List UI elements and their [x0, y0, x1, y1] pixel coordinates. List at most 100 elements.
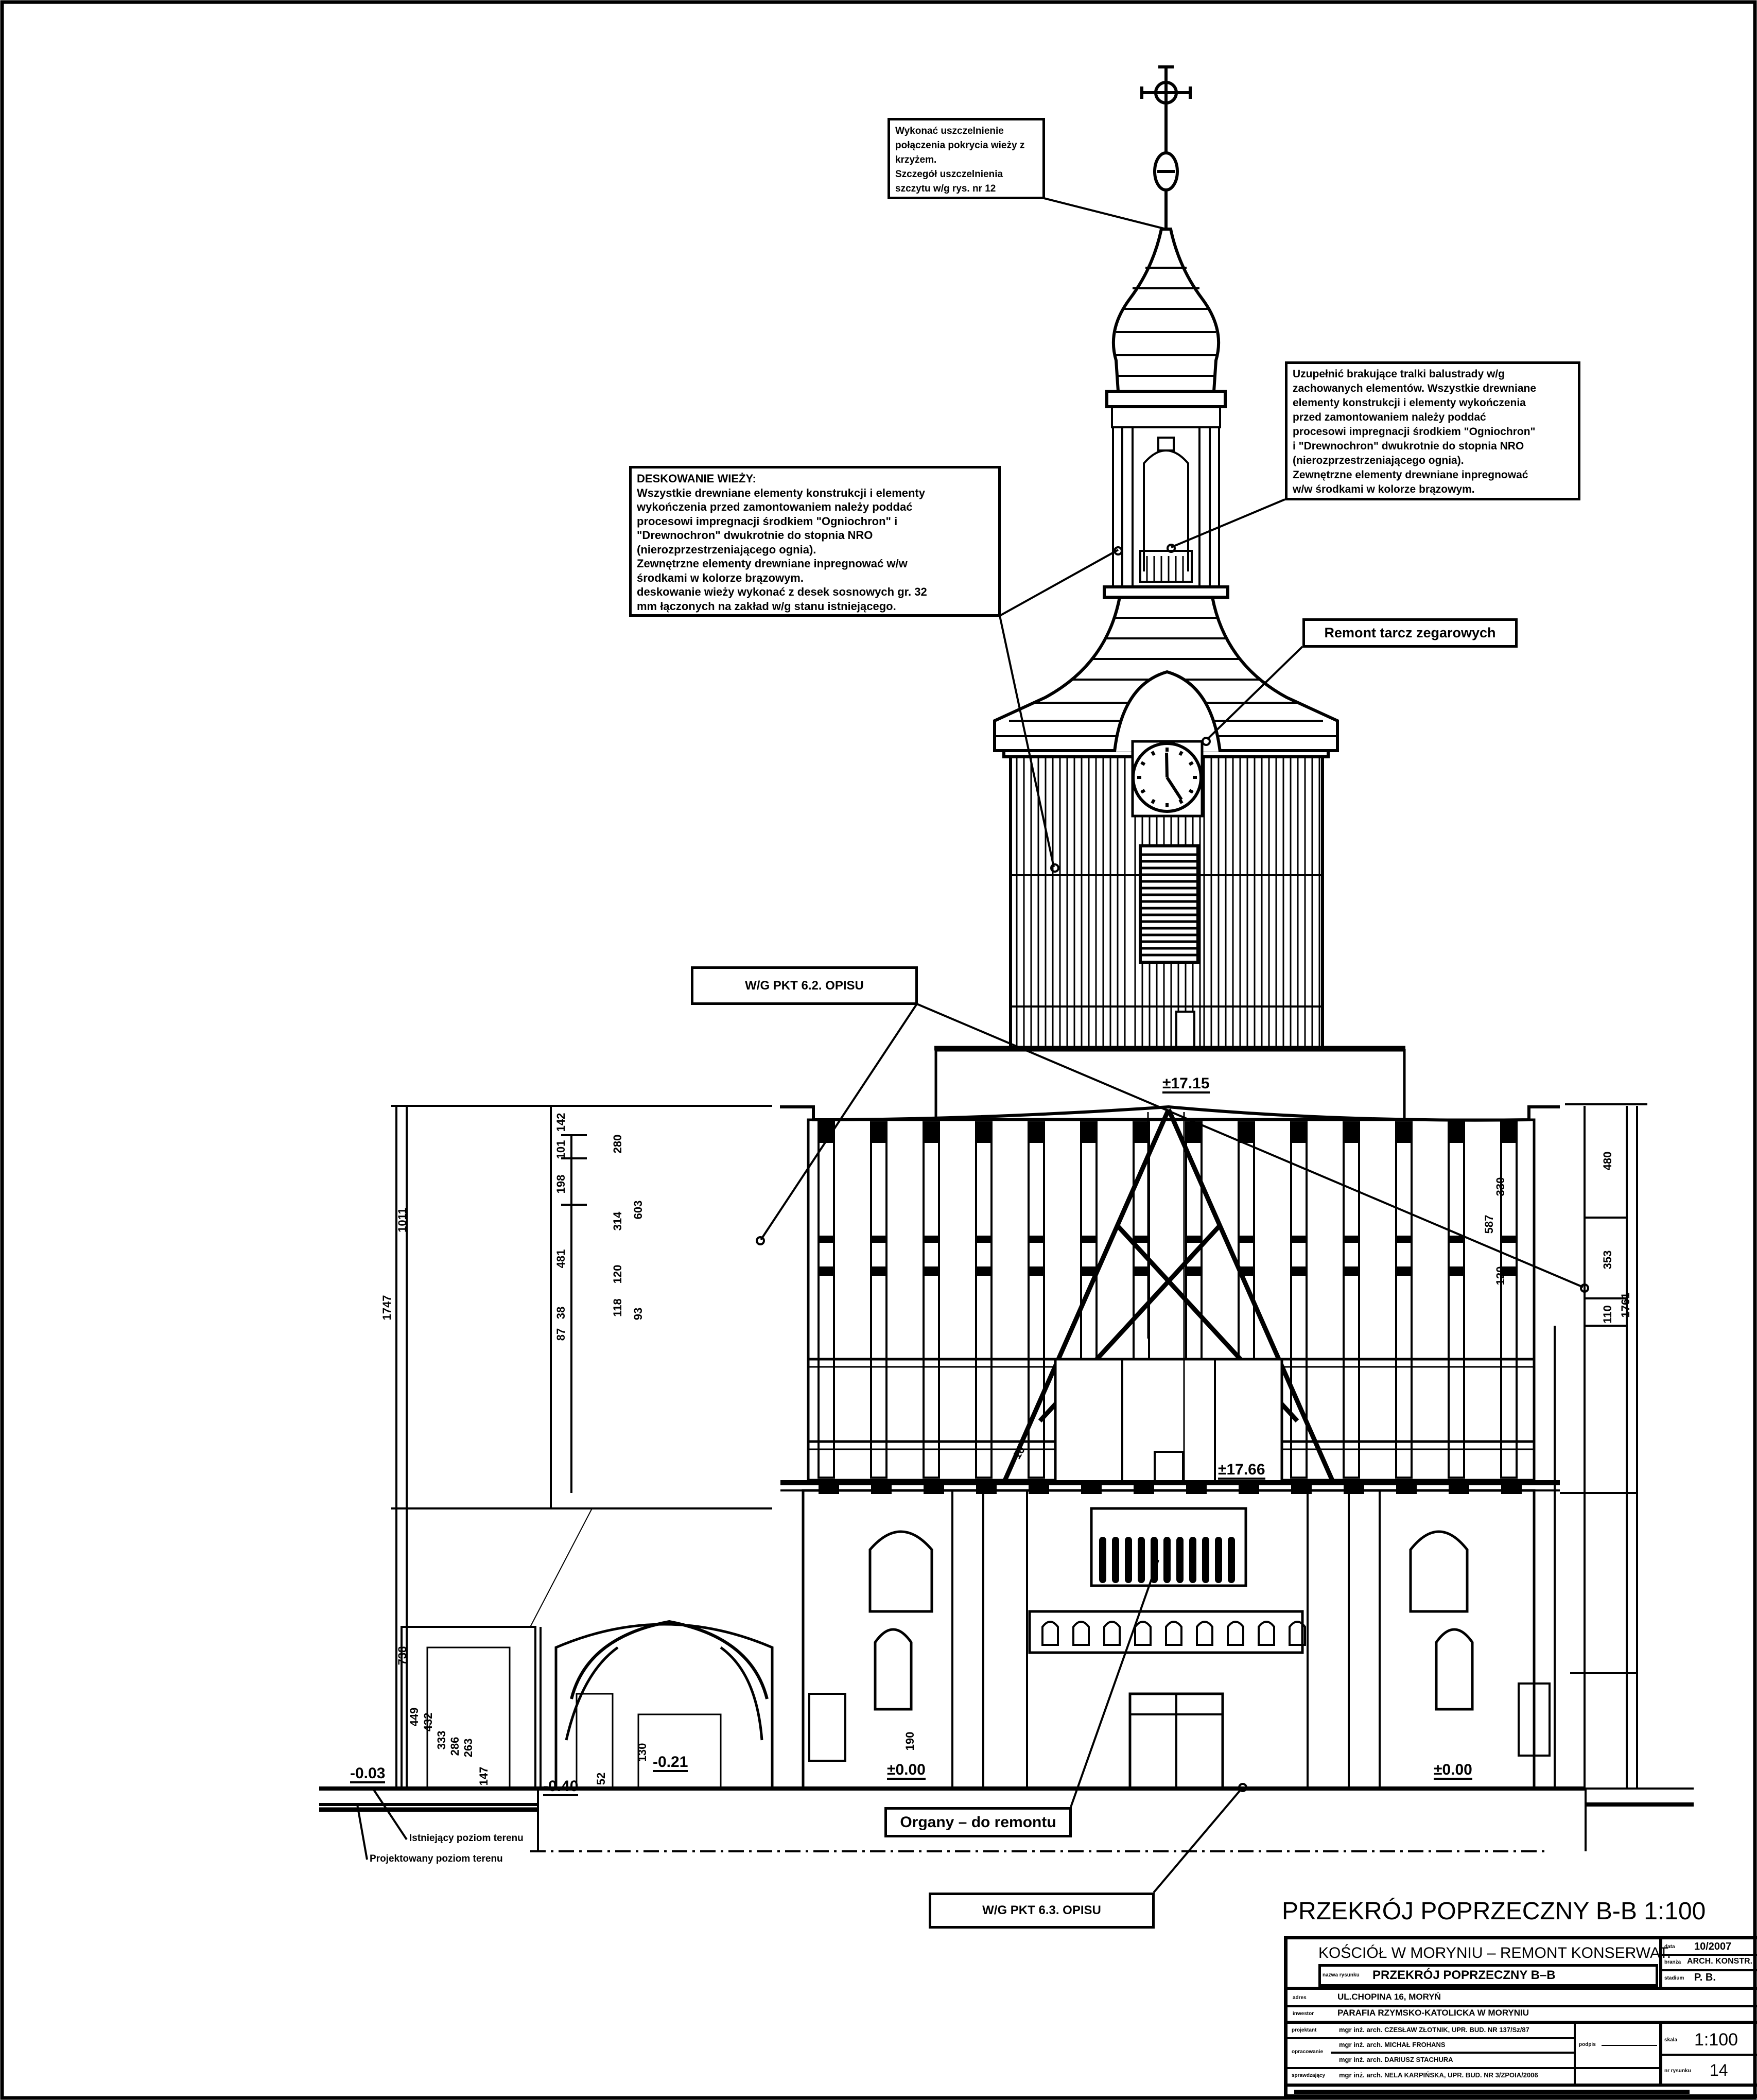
rafter-block — [1186, 1122, 1202, 1143]
rafter-block — [1501, 1122, 1517, 1143]
level-mark: ±17.15 — [1162, 1076, 1210, 1094]
rafter-block — [1239, 1122, 1254, 1143]
note-line: mm łączonych na zakład w/g stanu istniej… — [637, 599, 896, 613]
clock-tick — [1188, 761, 1194, 766]
level-mark: ±17.66 — [1218, 1462, 1265, 1480]
rafter — [975, 1121, 993, 1479]
stage-label: stadium — [1664, 1975, 1684, 1981]
side-chapel — [401, 1620, 774, 1790]
organ-case — [1090, 1507, 1247, 1587]
rafter — [1500, 1121, 1518, 1479]
rafter-block — [1239, 1236, 1254, 1243]
note-line: Szczegół uszczelnienia — [895, 169, 1003, 180]
dimension-label: 52 — [595, 1772, 607, 1785]
rafter-block — [1344, 1236, 1359, 1243]
address-value: UL.CHOPINA 16, MORYŃ — [1337, 1992, 1441, 2002]
note-line: procesowi impregnacji środkiem "Ogniochr… — [637, 514, 898, 528]
organ-pipe — [1125, 1537, 1132, 1583]
projected-terrain-label: Projektowany poziom terenu — [370, 1853, 503, 1864]
note-line: (nierozprzestrzeniającego ognia). — [1293, 455, 1464, 466]
dimension-label: 449 — [408, 1707, 421, 1727]
rafter-block — [1029, 1122, 1044, 1143]
rafter-block — [1449, 1122, 1464, 1143]
drafter-1: mgr inż. arch. MICHAŁ FROHANS — [1339, 2041, 1446, 2049]
dimension-label: 480 — [1601, 1151, 1614, 1171]
rafter-block — [819, 1236, 834, 1243]
window-arch — [1409, 1530, 1469, 1613]
scale-label: skala — [1664, 2037, 1678, 2043]
note-balustrade: Uzupełnić brakujące tralki balustrady w/… — [1285, 361, 1580, 500]
organ-pipe — [1228, 1537, 1235, 1583]
level-mark: ±0.00 — [887, 1762, 926, 1780]
drafted-label: opracowanie — [1292, 2049, 1324, 2055]
dimension-lines — [391, 1103, 1647, 1789]
organ-pipe — [1176, 1537, 1184, 1583]
organ-gallery — [1028, 1610, 1304, 1654]
rafter-block — [1396, 1122, 1412, 1143]
clock-tick — [1140, 789, 1146, 794]
sheet-name-label: nazwa rysunku — [1323, 1972, 1360, 1978]
footer-note-bar — [1294, 2090, 1690, 2094]
dimension-label: 93 — [632, 1307, 645, 1321]
scale-value: 1:100 — [1694, 2030, 1738, 2050]
rafter — [1395, 1121, 1413, 1479]
stage-value: P. B. — [1694, 1972, 1716, 1983]
date-label: data — [1664, 1944, 1675, 1950]
rafter-block — [1344, 1122, 1359, 1143]
note-line: deskowanie wieży wykonać z desek sosnowy… — [637, 585, 927, 598]
rafter-block — [1081, 1236, 1097, 1243]
rafter-block — [1186, 1236, 1202, 1243]
level-mark: -0.21 — [653, 1755, 688, 1772]
tower-cross-icon — [1140, 65, 1192, 229]
sheet-name: PRZEKRÓJ POPRZECZNY B–B — [1372, 1968, 1556, 1982]
break-line — [530, 1508, 593, 1627]
dimension-label: 481 — [554, 1249, 567, 1269]
clock-tick — [1151, 751, 1156, 756]
note-line: połączenia pokrycia wieży z — [895, 140, 1025, 151]
rafter-block — [1186, 1266, 1202, 1276]
note-tower-boarding: DESKOWANIE WIEŻY: Wszystkie drewniane el… — [629, 466, 1001, 617]
nave-roof-truss — [780, 1105, 1560, 1494]
dimension-label: 587 — [1483, 1214, 1495, 1234]
note-line: środkami w kolorze brązowym. — [637, 571, 804, 584]
tower-body — [1009, 740, 1324, 1050]
note-line: (nierozprzestrzeniającego ognia). — [637, 543, 816, 556]
note-line: "Drewnochron" dwukrotnie do stopnia NRO — [637, 529, 873, 542]
note-organ-repair: Organy – do remontu — [884, 1807, 1072, 1837]
gallery-arch — [1072, 1621, 1090, 1646]
note-clock-repair: Remont tarcz zegarowych — [1302, 618, 1518, 648]
rafter-block — [1291, 1266, 1307, 1276]
rafter-block — [1501, 1266, 1517, 1276]
rafter — [1343, 1121, 1360, 1479]
rafter — [1448, 1121, 1465, 1479]
rafter — [1290, 1121, 1308, 1479]
dimension-label: 353 — [1601, 1250, 1614, 1270]
window-arch — [874, 1628, 913, 1711]
dimension-label: 198 — [554, 1174, 567, 1194]
discipline-label: branża — [1664, 1959, 1681, 1965]
dimension-label: 330 — [1494, 1177, 1507, 1196]
note-line: Zewnętrzne elementy drewniane inpregnowa… — [637, 557, 908, 570]
onion-dome — [1111, 228, 1221, 393]
note-line: Wykonać uszczelnienie — [895, 126, 1004, 136]
clock-tick — [1151, 799, 1156, 804]
organ-pipe — [1099, 1537, 1106, 1583]
tower-roof — [993, 596, 1339, 758]
dimension-label: 147 — [477, 1766, 490, 1786]
note-line: procesowi impregnacji środkiem "Ogniochr… — [1293, 426, 1536, 438]
rafter-block — [1029, 1266, 1044, 1276]
date-value: 10/2007 — [1694, 1941, 1732, 1952]
clock-tick — [1188, 789, 1194, 794]
note-ref-6-3: W/G PKT 6.3. OPISU — [929, 1893, 1155, 1929]
dimension-label: 603 — [632, 1200, 645, 1220]
investor-value: PARAFIA RZYMSKO-KATOLICKA W MORYNIU — [1337, 2008, 1529, 2018]
dimension-label: 118 — [611, 1298, 624, 1317]
dimension-label: 263 — [462, 1738, 475, 1758]
note-line: przed zamontowaniem należy poddać — [1293, 411, 1486, 423]
rafter-block — [1396, 1266, 1412, 1276]
checker-value: mgr inż. arch. NELA KARPIŃSKA, UPR. BUD.… — [1339, 2071, 1538, 2079]
sheet-number-label: nr rysunku — [1664, 2068, 1691, 2074]
